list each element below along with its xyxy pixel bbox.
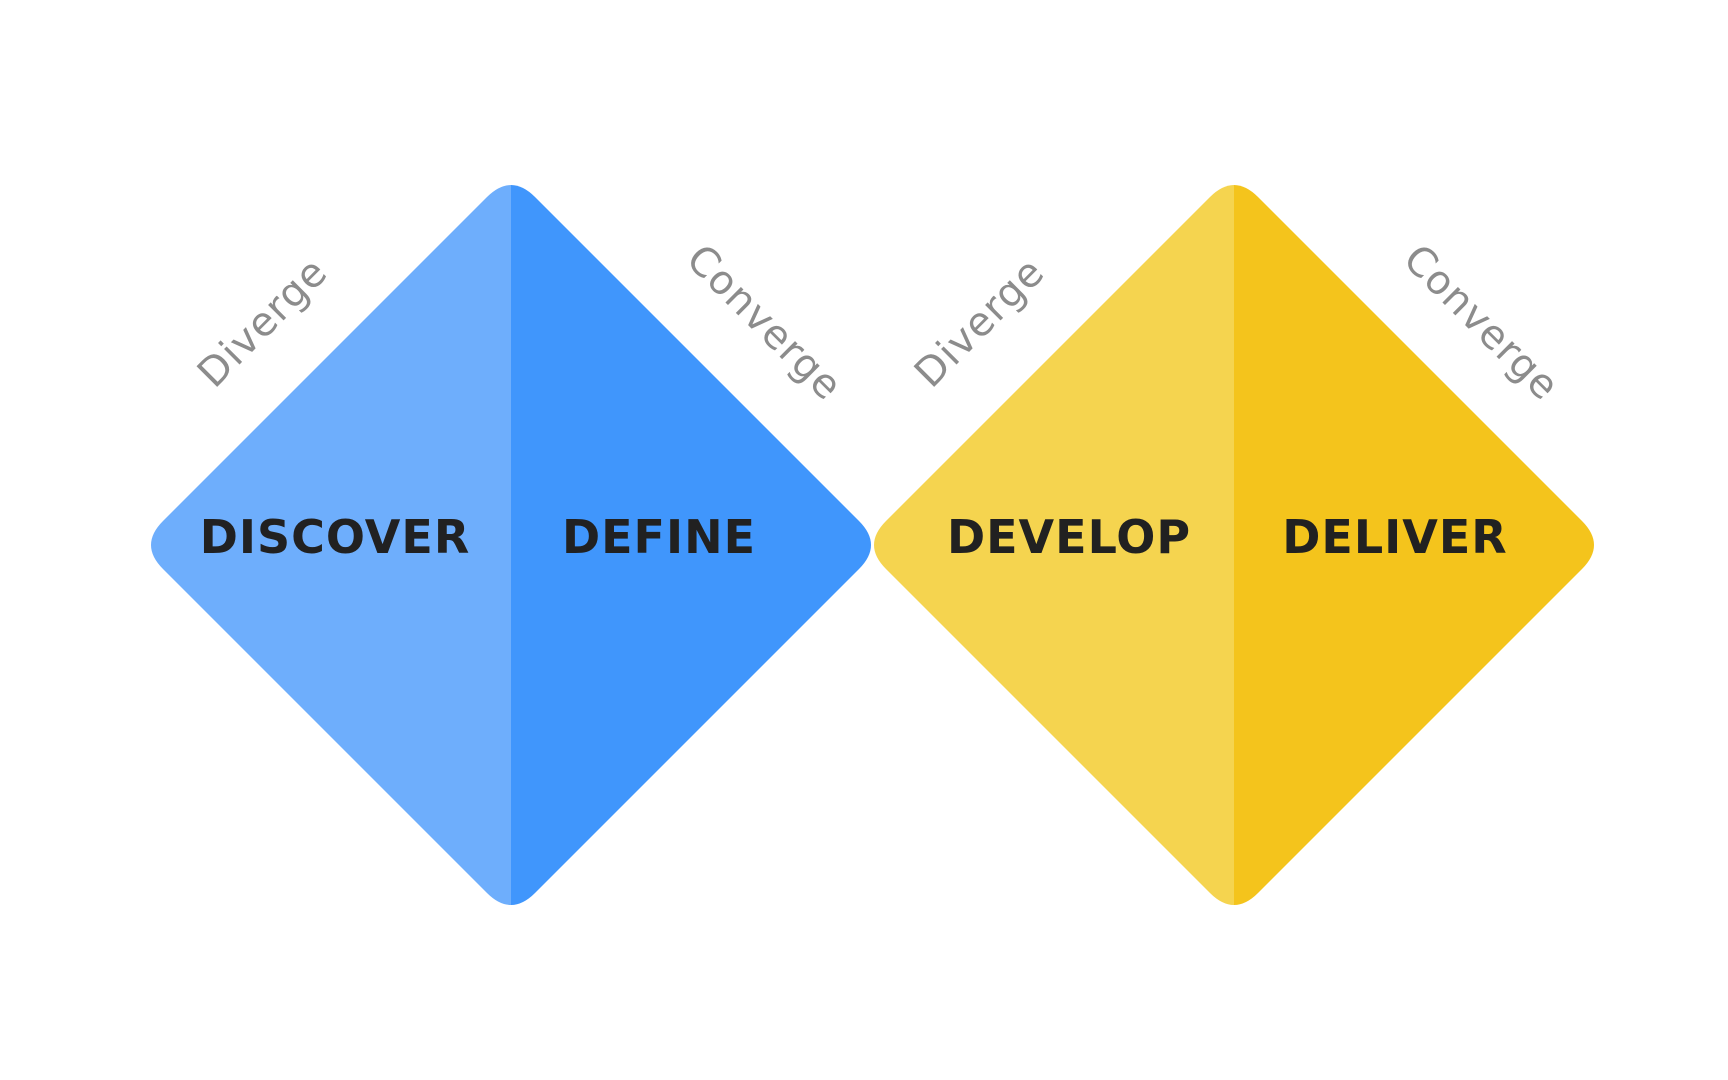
phase-label-develop: DEVELOP (947, 510, 1191, 564)
diamond-1-left-half (151, 185, 511, 905)
phase-label-deliver: DELIVER (1282, 510, 1507, 564)
diamond-2-right-half (1234, 185, 1594, 905)
phase-label-discover: DISCOVER (200, 510, 471, 564)
diamond-1: DISCOVER DEFINE Diverge Converge (151, 185, 871, 905)
direction-label-diverge-2: Diverge (906, 249, 1054, 397)
diamond-2: DEVELOP DELIVER Diverge Converge (874, 185, 1594, 905)
diamond-1-right-half (511, 185, 871, 905)
diamond-2-left-half (874, 185, 1234, 905)
phase-label-define: DEFINE (562, 510, 756, 564)
